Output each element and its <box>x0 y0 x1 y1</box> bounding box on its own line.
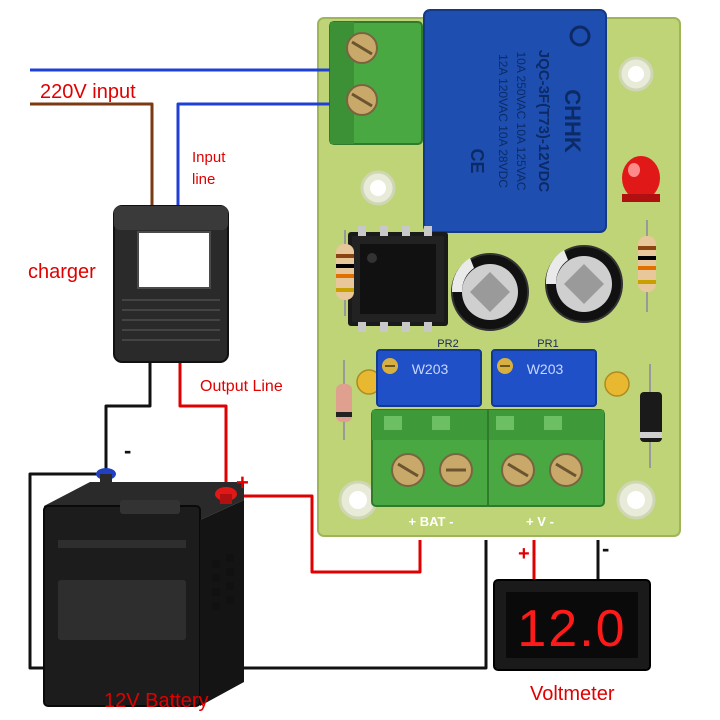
wire-charger-negative <box>104 362 152 470</box>
mount-hole <box>370 180 386 196</box>
wire-bat-negative <box>28 472 488 670</box>
pot-ref-pr1: PR1 <box>537 338 558 350</box>
pot-code-pr1: W203 <box>527 361 564 377</box>
potentiometer-pr1: PR1 W203 <box>491 338 597 407</box>
resistor <box>336 230 354 316</box>
label-charger: charger <box>28 261 96 283</box>
potentiometer-pr2: PR2 W203 <box>376 338 482 407</box>
label-input-line-2: line <box>192 171 215 188</box>
relay-module-icon: CHHK JQC-3F(T73)-12VDC 10A 250VAC 10A 12… <box>317 9 681 537</box>
wires <box>28 68 600 670</box>
relay-rating-1: 10A 250VAC 10A 125VAC <box>514 52 528 191</box>
wire-input-line <box>176 102 330 206</box>
output-terminal-block <box>371 409 605 507</box>
resistor <box>638 220 656 312</box>
label-battery-positive: + <box>236 470 249 495</box>
label-input-line-1: Input <box>192 149 226 166</box>
label-220v-input: 220V input <box>40 81 136 103</box>
mount-hole <box>627 491 645 509</box>
wire-bat-positive <box>232 494 422 574</box>
pot-ref-pr2: PR2 <box>437 338 458 350</box>
mount-hole <box>628 66 644 82</box>
relay-rating-2: 12A 120VAC 10A 28VDC <box>496 54 510 188</box>
relay-brand: CHHK <box>560 89 585 153</box>
diode <box>336 360 352 440</box>
relay-model: JQC-3F(T73)-12VDC <box>535 50 552 193</box>
wire-mains-brown <box>30 102 154 206</box>
relay-cert: CE <box>467 148 487 173</box>
wire-output-red <box>178 362 228 492</box>
charger-icon <box>113 205 229 363</box>
ceramic-capacitor <box>604 371 630 397</box>
terminal-label-bat: + BAT - <box>409 514 454 529</box>
battery-icon <box>43 468 244 707</box>
led-icon <box>622 156 660 202</box>
diode <box>640 364 662 468</box>
terminal-label-v: + V - <box>526 514 554 529</box>
voltmeter-icon: 12.0 <box>493 579 651 671</box>
capacitor <box>545 245 623 323</box>
mount-hole <box>349 491 367 509</box>
pot-code-pr2: W203 <box>412 361 449 377</box>
label-voltmeter: Voltmeter <box>530 683 615 705</box>
label-battery-negative: - <box>124 438 131 463</box>
label-volt-positive: + <box>518 543 530 565</box>
label-volt-negative: - <box>602 536 609 561</box>
mains-terminal-block <box>329 21 423 145</box>
relay: CHHK JQC-3F(T73)-12VDC 10A 250VAC 10A 12… <box>423 9 607 233</box>
voltmeter-reading: 12.0 <box>517 600 626 658</box>
capacitor <box>451 253 529 331</box>
label-output-line: Output Line <box>200 378 283 395</box>
ic-chip <box>348 226 448 332</box>
label-12v-battery: 12V Battery <box>104 690 209 712</box>
